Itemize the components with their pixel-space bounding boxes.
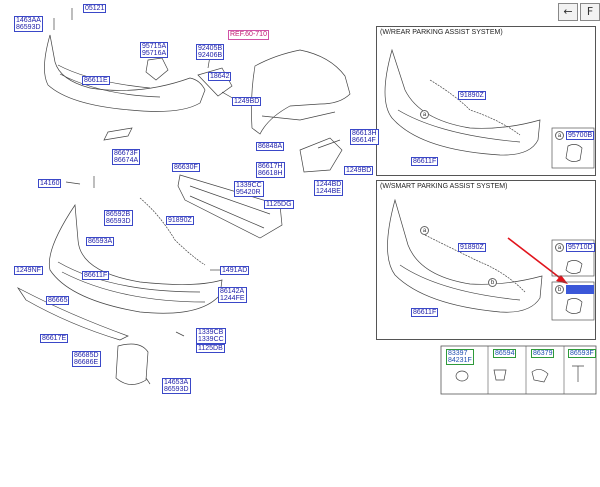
part-label[interactable]: 1125DG: [264, 200, 294, 209]
sensor-shape: [565, 298, 583, 314]
smart-callout-a: a: [555, 243, 564, 252]
part-label[interactable]: 86611E: [82, 76, 110, 85]
part-label[interactable]: 86593A: [86, 237, 115, 246]
smart-callout-a-diagram: a: [420, 226, 429, 235]
fastener-shape: [572, 365, 584, 382]
wiring-harness: [139, 197, 206, 266]
panel-smart-wire: [424, 234, 526, 293]
rear-bumper-cover-lower: [48, 203, 223, 314]
part-label[interactable]: 1463AA 86593D: [14, 16, 43, 32]
part-label[interactable]: 18642: [208, 72, 232, 81]
rear-panel-bumper-label[interactable]: 86611F: [411, 157, 439, 166]
part-label[interactable]: 86142A 1244FE: [218, 287, 247, 303]
fastener-label[interactable]: 86594: [493, 349, 517, 358]
rear-parking-panel: [376, 26, 596, 176]
part-label[interactable]: 86848A: [256, 142, 285, 151]
back-button[interactable]: ←: [558, 3, 578, 21]
reference-link[interactable]: REF.60-710: [228, 30, 269, 40]
part-label[interactable]: 86617H 86618H: [256, 162, 285, 178]
part-label[interactable]: 95715A 95716A: [140, 42, 169, 58]
fastener-label[interactable]: 86379: [531, 349, 555, 358]
smart-panel-bumper-label[interactable]: 86611F: [411, 308, 439, 317]
sensor-inset-smart-a: [551, 239, 595, 277]
sensor-inset-rear: [551, 127, 595, 169]
reflector-part: [103, 127, 133, 141]
smart-panel-sensor-a-label[interactable]: 95710D: [566, 243, 595, 252]
smart-panel-wire-label[interactable]: 91890Z: [458, 243, 486, 252]
part-label[interactable]: 14653A 86593D: [162, 378, 191, 394]
fastener-shape: [493, 369, 507, 381]
forward-button[interactable]: F: [580, 3, 600, 21]
part-label[interactable]: 1491AD: [220, 266, 250, 275]
part-label[interactable]: 1249BD: [344, 166, 374, 175]
part-label[interactable]: 86665: [46, 296, 70, 305]
part-label[interactable]: 86592B 86593D: [104, 210, 133, 226]
rear-panel-sensor-label[interactable]: 95700B: [566, 131, 595, 140]
part-label[interactable]: 86613H 86614F: [350, 129, 379, 145]
part-label[interactable]: 05121: [83, 4, 107, 13]
rear-callout-a-diagram: a: [420, 110, 429, 119]
part-label[interactable]: 1249BD: [232, 97, 262, 106]
bracket-part: [299, 137, 343, 173]
smart-callout-b-diagram: b: [488, 278, 497, 287]
fastener-shape: [531, 369, 549, 383]
fastener-label[interactable]: 83397 84231F: [446, 349, 474, 365]
part-label[interactable]: 1339CC 95420R: [234, 181, 264, 197]
part-label[interactable]: 86685D 86686E: [72, 351, 101, 367]
smart-parking-panel: [376, 180, 596, 340]
part-label[interactable]: 1249NF: [14, 266, 43, 275]
rear-parking-panel-title: (W/REAR PARKING ASSIST SYSTEM): [380, 29, 503, 36]
lower-skirt: [16, 287, 129, 341]
panel-smart-bumper: [387, 198, 543, 313]
sensor-shape: [565, 260, 583, 274]
sensor-shape: [565, 144, 583, 162]
part-label[interactable]: 86611F: [82, 271, 110, 280]
part-label[interactable]: 91890Z: [166, 216, 194, 225]
part-label[interactable]: 86630F: [172, 163, 200, 172]
arrow-left-icon: ←: [563, 5, 573, 18]
smart-panel-sensor-b-label[interactable]: 95710E: [566, 285, 595, 294]
sensor-inset-smart-b: [551, 281, 595, 321]
rear-callout-a: a: [555, 131, 564, 140]
part-label[interactable]: 86617E: [40, 334, 69, 343]
panel-rear-wire: [429, 79, 521, 136]
fasteners-box-frame: [440, 345, 597, 395]
rear-panel-wire-label[interactable]: 91890Z: [458, 91, 486, 100]
fastener-label[interactable]: 86593F: [568, 349, 596, 358]
part-label[interactable]: 86673F 86674A: [112, 149, 141, 165]
smart-callout-b: b: [555, 285, 564, 294]
part-label[interactable]: 1244BD 1244BE: [314, 180, 344, 196]
part-label[interactable]: 1339CB 1339CC: [196, 328, 226, 344]
fastener-shape: [455, 370, 469, 382]
part-label[interactable]: 14160: [38, 179, 62, 188]
part-label[interactable]: 1125DB: [196, 344, 225, 353]
rear-bumper-cover-upper: [44, 34, 206, 112]
bracket-part: [145, 57, 169, 81]
smart-parking-panel-title: (W/SMART PARKING ASSIST SYSTEM): [380, 183, 508, 190]
vehicle-body-reference: [251, 49, 351, 135]
step-pad: [115, 343, 149, 385]
panel-rear-bumper: [384, 48, 541, 156]
bracket-part: [197, 67, 233, 97]
part-label[interactable]: 92405B 92406B: [196, 44, 225, 60]
